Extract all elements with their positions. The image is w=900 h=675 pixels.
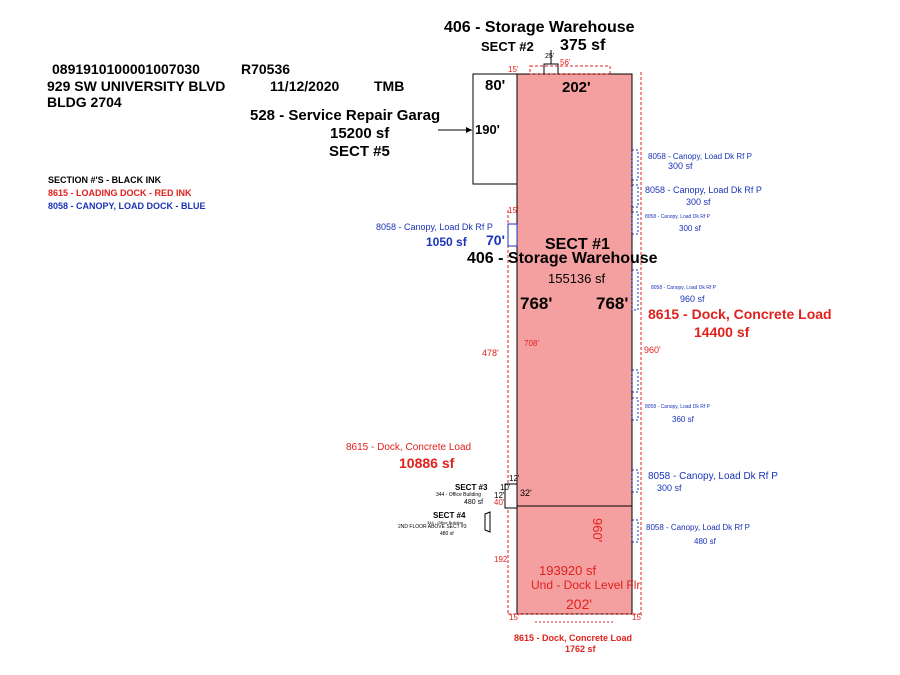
canopy-right-4-label: 8058 - Canopy, Load Dk Rf P — [651, 285, 716, 291]
dock-bottom-label: 8615 - Dock, Concrete Load — [514, 633, 633, 643]
canopy-left-dim: 70' — [486, 232, 505, 248]
canopy-right-5-label: 8058 - Canopy, Load Dk Rf P — [645, 404, 710, 410]
sect1-area: 155136 sf — [548, 271, 606, 286]
sect1-area — [516, 73, 633, 615]
sect3-use: 344 - Office Building — [436, 492, 481, 498]
sect3-dim-40: 40' — [494, 498, 505, 507]
sect4-box — [484, 511, 491, 533]
sect1-dim-15: 15' — [508, 206, 519, 215]
sect3-area: 480 sf — [464, 499, 484, 506]
dock-left-dim-708: 708' — [524, 339, 539, 348]
canopy-right-7-label: 8058 - Canopy, Load Dk Rf P — [646, 523, 750, 532]
canopy-right-1-area: 300 sf — [668, 161, 693, 171]
sect4-note: 2ND FLOOR ABOVE SECT #3 — [398, 524, 467, 530]
canopy-right-6-label: 8058 - Canopy, Load Dk Rf P — [648, 471, 778, 482]
lower-dim-side: 960' — [590, 518, 605, 543]
sect1-dim-left: 768' — [520, 294, 553, 313]
dock-right-dim: 960' — [644, 345, 661, 355]
sect5-use: 528 - Service Repair Garag — [250, 107, 441, 124]
lower-dim-15b: 15' — [632, 613, 643, 622]
canopy-outlines-right — [631, 149, 639, 543]
sect1-use: 406 - Storage Warehouse — [467, 250, 658, 267]
dock-right-area: 14400 sf — [694, 324, 750, 340]
lower-area: 193920 sf — [539, 563, 597, 578]
canopy-right-5-area: 360 sf — [672, 415, 694, 424]
sect2-label: SECT #2 — [481, 39, 534, 54]
sect1-label: SECT #1 — [545, 236, 610, 253]
canopy-left-area: 1050 sf — [426, 235, 467, 249]
legend-canopy: 8058 - CANOPY, LOAD DOCK - BLUE — [48, 201, 206, 211]
dock-right-label: 8615 - Dock, Concrete Load — [648, 306, 832, 322]
legend-sections: SECTION #'S - BLACK INK — [48, 175, 162, 185]
sect2-dim-25: 25' — [545, 53, 555, 60]
initials: TMB — [374, 78, 405, 94]
canopy-right-7-area: 480 sf — [694, 537, 716, 546]
sect3-box — [504, 483, 518, 509]
sect4-label: SECT #4 — [433, 511, 466, 520]
dock-bottom-area: 1762 sf — [565, 644, 596, 654]
canopy-right-2-area: 300 sf — [686, 197, 711, 207]
sect5-dim-80: 80' — [485, 77, 506, 94]
sect3-label: SECT #3 — [455, 483, 488, 492]
sect3-dim-32: 32' — [520, 488, 532, 498]
sect5-outline — [472, 73, 518, 185]
canopy-right-3-area: 300 sf — [679, 224, 701, 233]
sect2-use: 406 - Storage Warehouse — [444, 19, 635, 36]
sect3-dim-10: 10' — [500, 483, 511, 492]
parcel-id: 0891910100001007030 — [52, 61, 200, 77]
building-number: BLDG 2704 — [47, 94, 122, 110]
canopy-right-4-area: 960 sf — [680, 294, 705, 304]
canopy-left-label: 8058 - Canopy, Load Dk Rf P — [376, 222, 493, 232]
sect4-area: 480 sf — [440, 531, 454, 537]
sect2-dim-56: 56' — [560, 58, 571, 67]
lower-dim-15a: 15' — [509, 613, 520, 622]
sect3-dim-12a: 12' — [509, 474, 520, 483]
sect3-dim-12b: 12' — [494, 491, 505, 500]
sect5-arrowhead — [466, 127, 472, 133]
dock-left-label: 8615 - Dock, Concrete Load — [346, 442, 472, 453]
sect5-dim-190: 190' — [475, 122, 500, 137]
canopy-right-6-area: 300 sf — [657, 483, 682, 493]
dock-left-dim-192: 192' — [494, 555, 509, 564]
legend-loading-dock: 8615 - LOADING DOCK - RED INK — [48, 188, 192, 198]
sect4-use: 344 - Office Building — [427, 520, 463, 525]
canopy-right-3-label: 8058 - Canopy, Load Dk Rf P — [645, 214, 710, 220]
sect5-label: SECT #5 — [329, 143, 390, 160]
dock-top-outline — [529, 65, 611, 75]
canopy-right-2-label: 8058 - Canopy, Load Dk Rf P — [645, 185, 762, 195]
canopy-left-outline — [507, 223, 518, 247]
address: 929 SW UNIVERSITY BLVD — [47, 78, 226, 94]
sect5-area: 15200 sf — [330, 125, 390, 142]
date: 11/12/2020 — [270, 78, 340, 94]
canopy-right-1-label: 8058 - Canopy, Load Dk Rf P — [648, 152, 752, 161]
sect1-dim-top: 202' — [562, 79, 591, 96]
lower-use: Und - Dock Level Flr — [531, 578, 641, 592]
sect2-area: 375 sf — [560, 37, 606, 54]
sect1-dim-right: 768' — [596, 294, 629, 313]
dock-left-dim-478: 478' — [482, 348, 499, 358]
lower-dim-bottom: 202' — [566, 596, 593, 612]
sect2-dim-15: 15' — [508, 65, 519, 74]
dock-left-area: 10886 sf — [399, 455, 455, 471]
account-number: R70536 — [241, 61, 291, 77]
